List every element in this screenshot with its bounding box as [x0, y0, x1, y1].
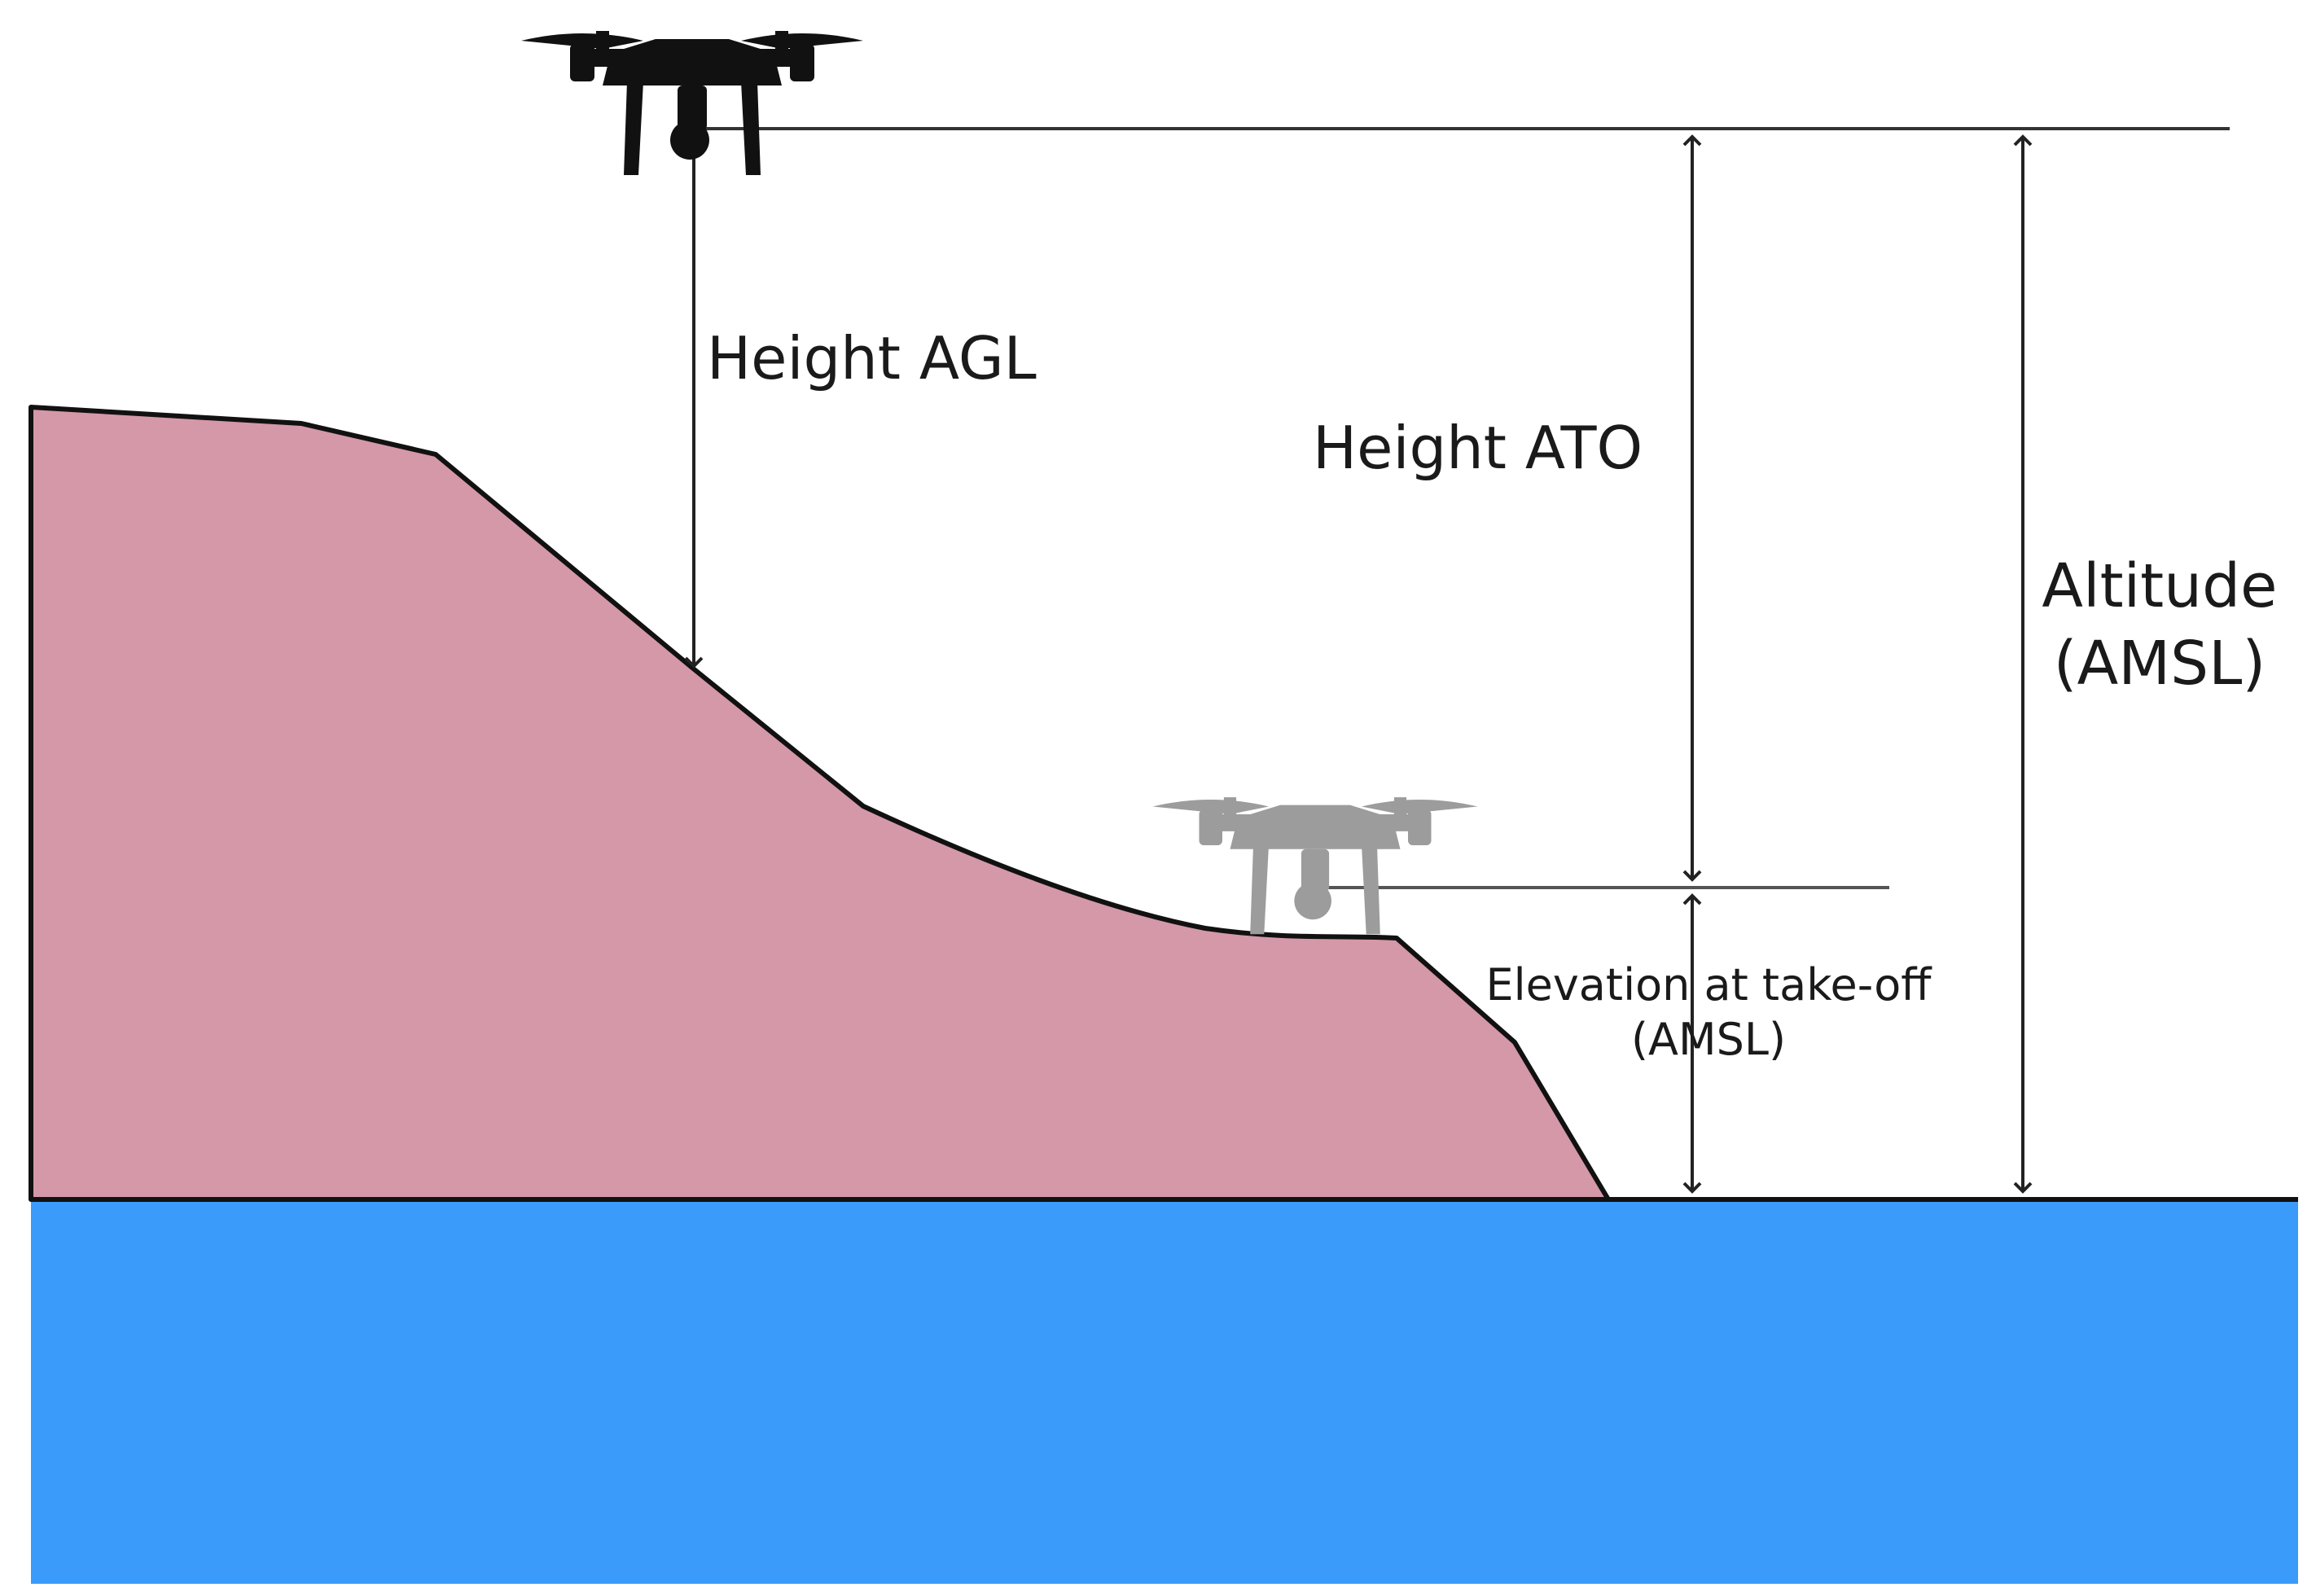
elevation-label-line1: Elevation at take-off — [1486, 959, 1933, 1011]
takeoff-drone-icon — [1152, 797, 1478, 935]
altitude-label-line2: (AMSL) — [2054, 629, 2266, 699]
terrain-hill — [29, 405, 1611, 1202]
elevation-label-line2: (AMSL) — [1631, 1014, 1786, 1065]
height-agl-label: Height AGL — [707, 324, 1037, 392]
height-ato-label: Height ATO — [1313, 414, 1643, 482]
flying-drone-icon — [521, 31, 863, 175]
sea-surface — [31, 1199, 2298, 1584]
altitude-label-line1: Altitude — [2042, 551, 2277, 621]
